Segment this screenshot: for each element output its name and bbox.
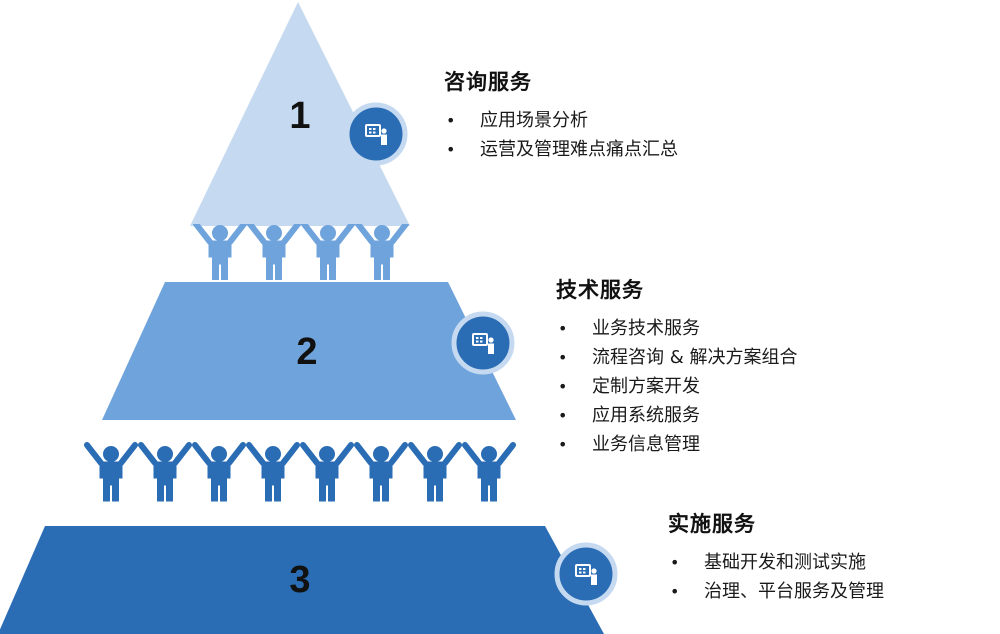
tier-1-triangle [190,2,410,226]
tier-3-badge [554,542,618,606]
list-item: 应用场景分析 [444,106,678,135]
tier-3-panel: 实施服务 基础开发和测试实施 治理、平台服务及管理 [668,508,884,606]
tier-2-number: 2 [296,331,317,373]
tier-2-title: 技术服务 [556,278,644,302]
person-icon [465,445,513,501]
list-item: 治理、平台服务及管理 [668,577,884,606]
tier-2-badge [451,311,515,375]
tier-2-list: 业务技术服务 流程咨询 & 解决方案组合 定制方案开发 应用系统服务 业务信息管… [556,314,797,459]
tier-1-number: 1 [289,95,310,137]
people-row-2 [87,445,513,501]
list-item: 应用系统服务 [556,401,797,430]
person-icon [250,224,298,280]
person-icon [357,445,405,501]
tier-1-list: 应用场景分析 运营及管理难点痛点汇总 [444,106,678,164]
tier-1-panel: 咨询服务 应用场景分析 运营及管理难点痛点汇总 [444,66,678,164]
people-row-1 [196,224,406,280]
person-icon [249,445,297,501]
list-item: 基础开发和测试实施 [668,548,884,577]
list-item: 流程咨询 & 解决方案组合 [556,343,797,372]
person-icon [303,445,351,501]
person-icon [141,445,189,501]
person-icon [411,445,459,501]
person-icon [358,224,406,280]
tier-3-list: 基础开发和测试实施 治理、平台服务及管理 [668,548,884,606]
person-icon [196,224,244,280]
list-item: 业务信息管理 [556,430,797,459]
tier-2-trapezoid [102,282,516,420]
list-item: 定制方案开发 [556,372,797,401]
person-icon [195,445,243,501]
person-icon [87,445,135,501]
tier-3-number: 3 [289,559,310,601]
person-icon [304,224,352,280]
tier-3-title: 实施服务 [668,512,756,536]
list-item: 运营及管理难点痛点汇总 [444,135,678,164]
tier-2-panel: 技术服务 业务技术服务 流程咨询 & 解决方案组合 定制方案开发 应用系统服务 … [556,274,797,459]
tier-1-title: 咨询服务 [444,70,532,94]
tier-3-trapezoid [0,526,604,634]
tier-1-badge [344,102,408,166]
list-item: 业务技术服务 [556,314,797,343]
